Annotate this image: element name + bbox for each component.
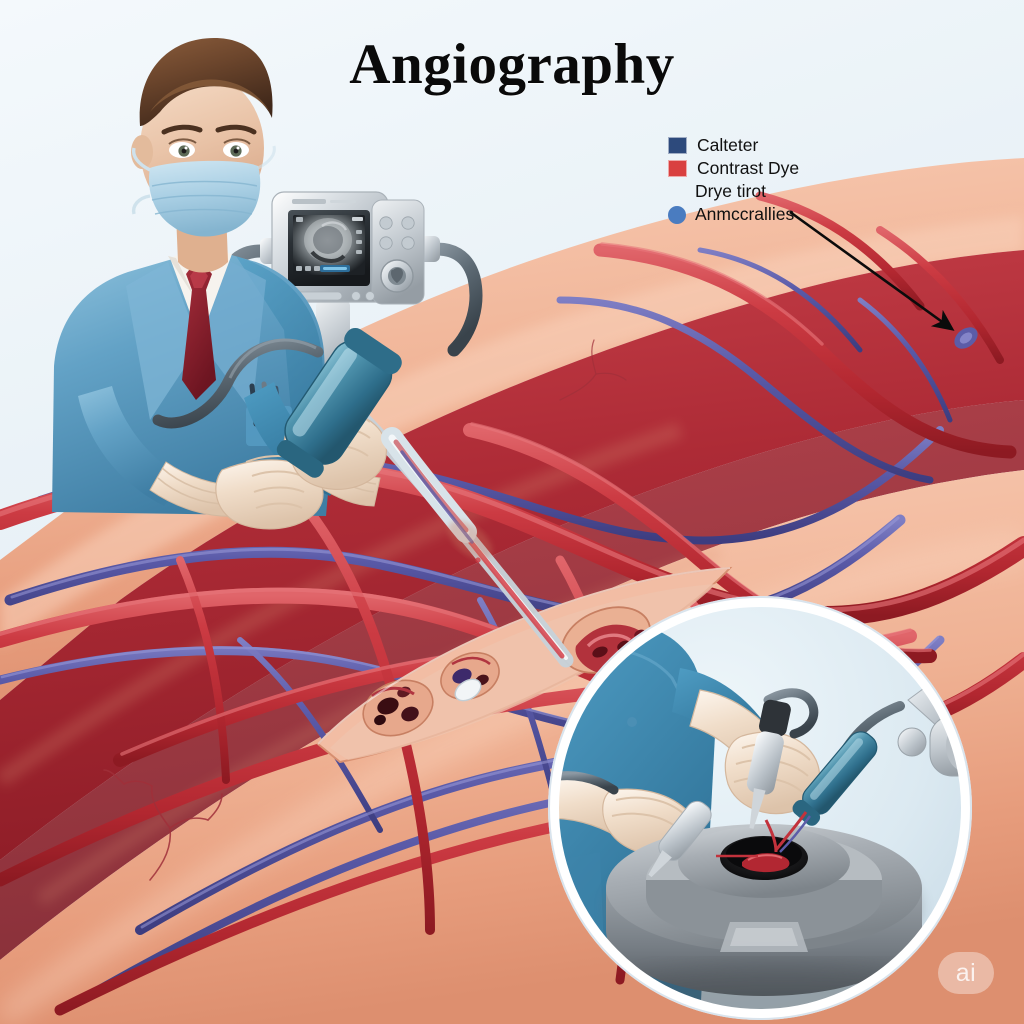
abnormality-pointer-arrow	[789, 210, 955, 331]
legend-swatch-abnormalities	[668, 205, 686, 224]
legend-label-abnormalities: Anmccrallies	[695, 203, 795, 224]
ai-watermark-badge: ai	[938, 952, 994, 994]
legend-label-catheter: Calteter	[697, 134, 759, 155]
legend-item-catheter: Calteter	[668, 134, 878, 157]
catheter-handle	[152, 327, 493, 560]
legend-label-dye-trail: Drye tirot	[695, 180, 766, 201]
legend-item-contrast-dye: Contrast Dye	[668, 157, 878, 180]
legend: Calteter Contrast Dye Drye tirot Anmccra…	[668, 134, 878, 226]
legend-item-abnormalities: Anmccrallies	[668, 203, 878, 226]
vessel-abnormality-marker	[954, 327, 978, 349]
imaging-monitor	[203, 191, 483, 396]
legend-label-contrast-dye: Contrast Dye	[697, 157, 800, 178]
legend-swatch-catheter	[668, 137, 687, 154]
insertion-site-closeup	[548, 596, 972, 1020]
legend-item-dye-trail: Drye tirot	[668, 180, 878, 203]
legend-swatch-contrast-dye	[668, 160, 687, 177]
legend-swatch-none	[668, 184, 685, 199]
